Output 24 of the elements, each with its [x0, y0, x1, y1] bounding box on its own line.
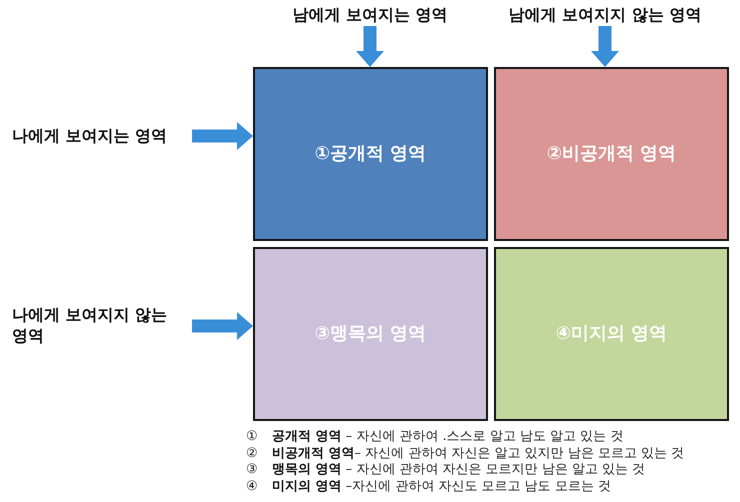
- quadrant-panel: [253, 67, 488, 241]
- arrow: [591, 26, 619, 67]
- list-number: ②: [246, 446, 259, 462]
- arrow: [192, 122, 253, 150]
- row-header: 나에게 보여지지 않는 영역: [12, 304, 192, 348]
- column-header: 남에게 보여지는 영역: [280, 4, 460, 26]
- definition-text: 맹목의 영역 – 자신에 관하여 자신은 모르지만 남은 알고 있는 것: [272, 462, 646, 478]
- quadrant-title: ①공개적 영역: [314, 142, 426, 166]
- quadrant-title: ②비공개적 영역: [546, 142, 676, 166]
- quadrant-panel: [494, 67, 729, 241]
- definition-text: 공개적 영역 – 자신에 관하여 .스스로 알고 남도 알고 있는 것: [272, 429, 624, 446]
- quadrant-title: ③맹목의 영역: [314, 322, 426, 346]
- column-header: 남에게 보여지지 않는 영역: [505, 4, 705, 26]
- quadrant-title: ④미지의 영역: [556, 322, 668, 346]
- definition-text: 비공개적 영역– 자신에 관하여 자신은 알고 있지만 남은 모르고 있는 것: [272, 446, 684, 462]
- row-header: 나에게 보여지는 영역: [12, 125, 192, 147]
- definition-text: 미지의 영역 –자신에 관하여 자신도 모르고 남도 모르는 것: [272, 478, 612, 495]
- quadrant-panel: [253, 247, 488, 421]
- list-number: ①: [246, 429, 259, 446]
- list-number: ④: [246, 478, 259, 495]
- arrow: [356, 26, 384, 67]
- list-number: ③: [246, 462, 259, 478]
- arrow: [192, 312, 253, 340]
- quadrant-panel: [494, 247, 729, 421]
